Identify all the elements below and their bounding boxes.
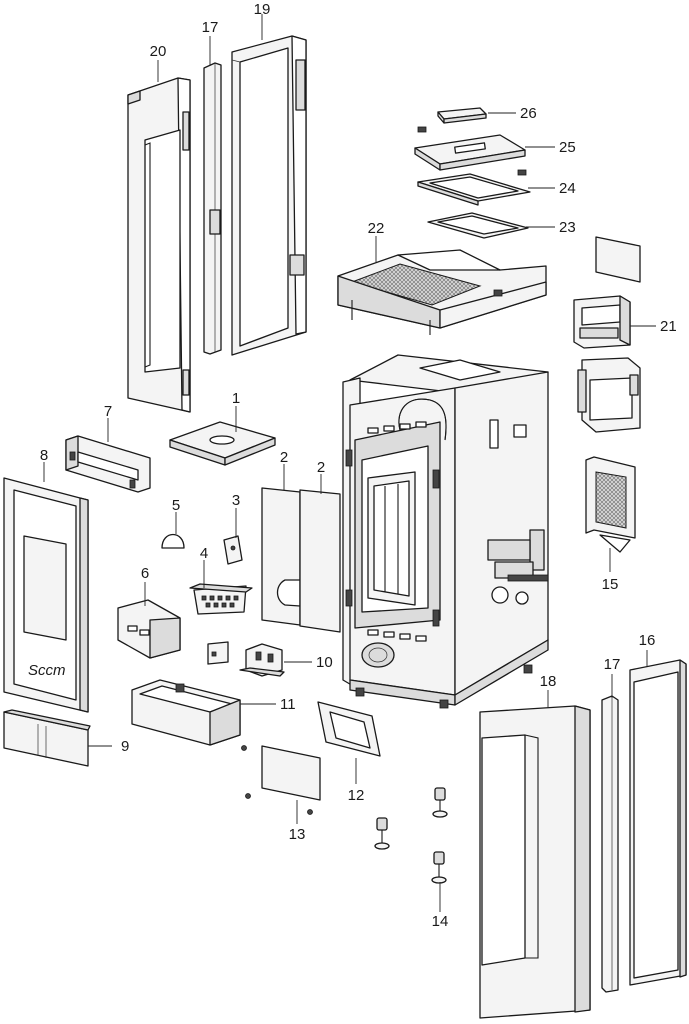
label-part-6: 6 bbox=[141, 565, 149, 582]
label-part-11: 11 bbox=[280, 696, 296, 713]
front-vents bbox=[367, 421, 427, 642]
foot-4 bbox=[431, 851, 447, 884]
part-20-left-side-cover bbox=[127, 77, 191, 413]
part-small-plate bbox=[207, 641, 229, 665]
label-part-10: 10 bbox=[316, 654, 333, 671]
part-17-bottom-side-strip bbox=[601, 695, 619, 993]
label-part-24: 24 bbox=[559, 180, 576, 197]
part-26-top-grill bbox=[437, 107, 487, 124]
label-part-23: 23 bbox=[559, 219, 576, 236]
part-21-control-panel bbox=[573, 295, 631, 349]
part-9-bottom-strip bbox=[3, 709, 91, 767]
part-labels: 20 17 19 26 25 24 23 22 21 15 1 7 8 5 3 … bbox=[40, 1, 677, 930]
label-part-17-top: 17 bbox=[202, 19, 219, 36]
label-part-3: 3 bbox=[232, 492, 240, 509]
part-24-top-frame bbox=[417, 173, 531, 206]
leader-lines bbox=[43, 14, 656, 912]
label-part-1: 1 bbox=[232, 390, 240, 407]
part-18-right-side-cover bbox=[479, 705, 591, 1019]
label-part-17-bottom: 17 bbox=[604, 656, 621, 673]
label-part-16: 16 bbox=[639, 632, 656, 649]
label-part-4: 4 bbox=[200, 545, 208, 562]
label-part-19: 19 bbox=[254, 1, 271, 18]
label-part-22: 22 bbox=[368, 220, 385, 237]
part-13-plate bbox=[241, 745, 321, 815]
label-part-7: 7 bbox=[104, 403, 112, 420]
part-2-baffle-left bbox=[261, 487, 301, 626]
foot-1 bbox=[432, 787, 448, 818]
label-part-25: 25 bbox=[559, 139, 576, 156]
motor-assembly bbox=[487, 539, 549, 605]
part-22-top-cover bbox=[337, 249, 547, 335]
part-15-rear-mesh bbox=[585, 456, 636, 553]
label-part-18: 18 bbox=[540, 673, 557, 690]
svg-text:Sccm: Sccm bbox=[28, 662, 66, 679]
label-part-9: 9 bbox=[121, 738, 129, 755]
part-11-ash-box bbox=[131, 679, 241, 746]
part-23-gasket bbox=[427, 212, 529, 239]
part-12-flange bbox=[317, 701, 381, 757]
part-6-hopper bbox=[117, 599, 181, 659]
label-part-8: 8 bbox=[40, 447, 48, 464]
part-rear-bracket bbox=[577, 357, 641, 433]
label-part-13: 13 bbox=[289, 826, 306, 843]
part-17-top-side-strip bbox=[203, 62, 222, 355]
label-part-21: 21 bbox=[660, 318, 677, 335]
part-25-top-lid bbox=[414, 126, 527, 176]
label-part-2-left: 2 bbox=[280, 449, 288, 466]
label-part-2-right: 2 bbox=[317, 459, 325, 476]
label-part-15: 15 bbox=[602, 576, 619, 593]
label-part-20: 20 bbox=[150, 43, 167, 60]
label-part-12: 12 bbox=[348, 787, 365, 804]
part-3-small-bracket bbox=[223, 535, 243, 565]
part-5-small-arch bbox=[161, 533, 185, 549]
part-rear-small-plate bbox=[595, 236, 641, 283]
part-10-bracket bbox=[239, 643, 285, 677]
part-4-brazier bbox=[189, 583, 253, 615]
label-part-26: 26 bbox=[520, 105, 537, 122]
part-7-front-bracket bbox=[65, 435, 151, 493]
label-part-5: 5 bbox=[172, 497, 180, 514]
foot-2 bbox=[374, 817, 390, 850]
label-part-14: 14 bbox=[432, 913, 449, 930]
stove-body bbox=[342, 354, 549, 709]
part-19-rear-panel bbox=[231, 35, 307, 356]
part-8-front-door: Sccm bbox=[3, 477, 89, 713]
part-1-top-plate bbox=[169, 421, 276, 466]
part-16-right-rear-panel bbox=[629, 659, 687, 986]
part-2-baffle-right bbox=[299, 489, 341, 633]
